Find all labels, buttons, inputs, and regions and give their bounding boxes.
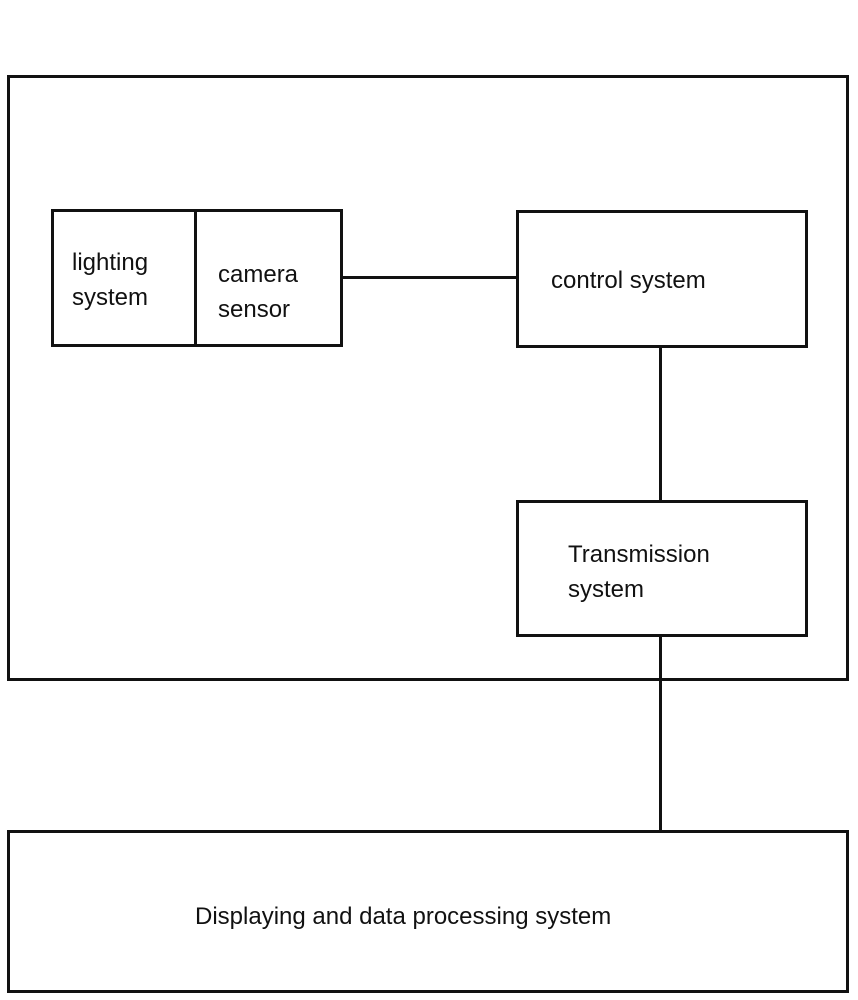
camera-sensor-label-line1: camera bbox=[218, 261, 299, 288]
transmission-system-label: Transmission system bbox=[568, 537, 710, 607]
lighting-system-label: lighting system bbox=[72, 245, 148, 315]
transmission-system-label-line1: Transmission bbox=[568, 541, 710, 568]
control-system-box bbox=[516, 210, 808, 348]
control-system-label: control system bbox=[551, 267, 706, 294]
camera-sensor-label-line2: sensor bbox=[218, 296, 291, 323]
transmission-system-box bbox=[516, 500, 808, 637]
connector-transmission-to-display bbox=[659, 635, 662, 833]
camera-sensor-box bbox=[194, 209, 343, 347]
camera-sensor-label: camera sensor bbox=[218, 257, 298, 327]
lighting-system-label-line2: system bbox=[72, 284, 149, 311]
display-system-box bbox=[7, 830, 849, 993]
lighting-system-label-line1: lighting bbox=[72, 249, 149, 276]
transmission-system-label-line2: system bbox=[568, 576, 645, 603]
connector-camera-to-control bbox=[340, 276, 518, 279]
lighting-system-box bbox=[51, 209, 197, 347]
connector-control-to-transmission bbox=[659, 346, 662, 502]
display-system-label: Displaying and data processing system bbox=[195, 903, 612, 930]
